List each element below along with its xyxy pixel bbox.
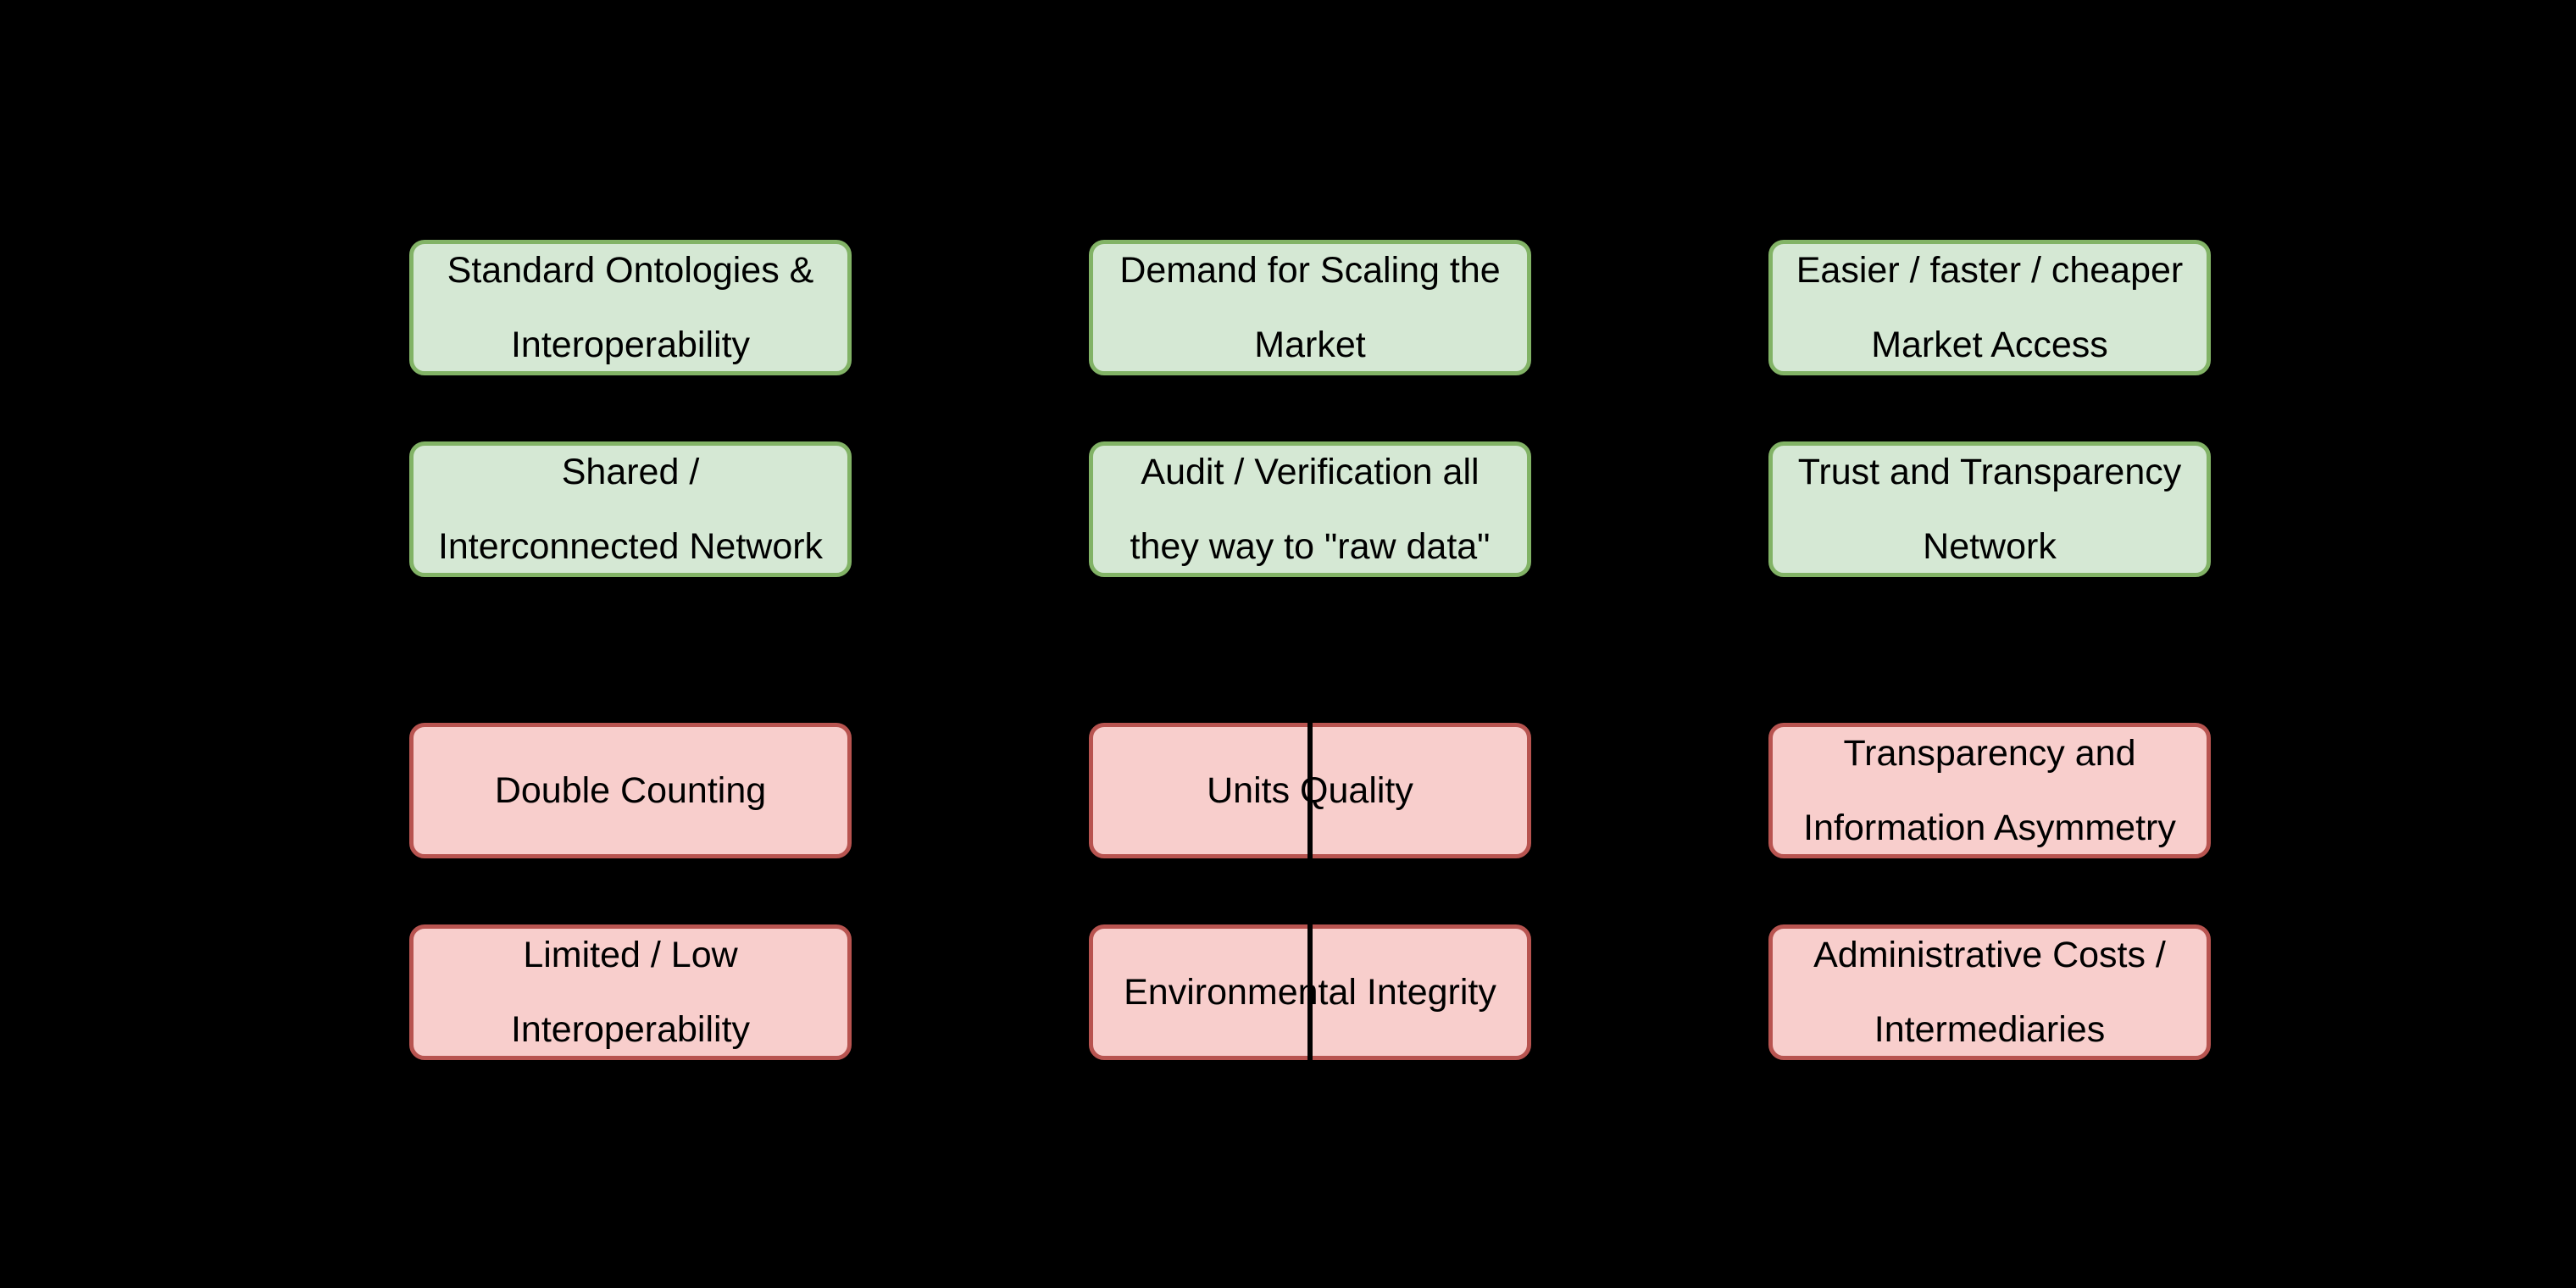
node-trust-and-transparency-network[interactable]: Trust and Transparency Network — [1768, 441, 2211, 577]
node-label-line-1: Demand for Scaling the — [1119, 250, 1501, 291]
node-label-line-2: Interoperability — [510, 1009, 751, 1050]
node-label-line-2: Market — [1254, 325, 1366, 365]
node-demand-for-scaling-the-market[interactable]: Demand for Scaling the Market — [1089, 240, 1531, 375]
node-label-line-1: Double Counting — [494, 770, 767, 811]
node-double-counting[interactable]: Double Counting — [409, 723, 852, 858]
node-transparency-and-information-asymmetry[interactable]: Transparency and Information Asymmetry — [1768, 723, 2211, 858]
node-audit-verification-raw-data[interactable]: Audit / Verification all they way to "ra… — [1089, 441, 1531, 577]
node-label-line-2: Intermediaries — [1874, 1009, 2106, 1050]
vertical-divider-line — [1307, 721, 1313, 860]
node-label-line-1: Audit / Verification all — [1141, 452, 1480, 492]
node-standard-ontologies-interoperability[interactable]: Standard Ontologies & Interoperability — [409, 240, 852, 375]
node-label-line-1: Limited / Low — [523, 935, 738, 975]
node-environmental-integrity[interactable]: Environmental Integrity — [1089, 923, 1531, 1062]
node-label-line-1: Shared / — [561, 452, 700, 492]
node-label-line-2: Market Access — [1871, 325, 2108, 365]
node-units-quality[interactable]: Units Quality — [1089, 721, 1531, 860]
node-label-line-1: Easier / faster / cheaper — [1796, 250, 2184, 291]
node-label-line-1: Trust and Transparency — [1797, 452, 2182, 492]
node-shared-interconnected-network[interactable]: Shared / Interconnected Network — [409, 441, 852, 577]
node-label-line-2: Interoperability — [510, 325, 751, 365]
node-easier-faster-cheaper-market-access[interactable]: Easier / faster / cheaper Market Access — [1768, 240, 2211, 375]
node-label-line-2: Network — [1923, 526, 2057, 567]
node-label-line-1: Transparency and — [1843, 733, 2136, 774]
node-label-line-1: Administrative Costs / — [1813, 935, 2166, 975]
node-label-line-2: Interconnected Network — [437, 526, 824, 567]
node-label-line-2: they way to "raw data" — [1130, 526, 1491, 567]
node-label-line-1: Standard Ontologies & — [447, 250, 814, 291]
node-label-line-2: Information Asymmetry — [1803, 808, 2176, 848]
node-limited-low-interoperability[interactable]: Limited / Low Interoperability — [409, 924, 852, 1060]
vertical-divider-line — [1307, 923, 1313, 1062]
node-administrative-costs-intermediaries[interactable]: Administrative Costs / Intermediaries — [1768, 924, 2211, 1060]
